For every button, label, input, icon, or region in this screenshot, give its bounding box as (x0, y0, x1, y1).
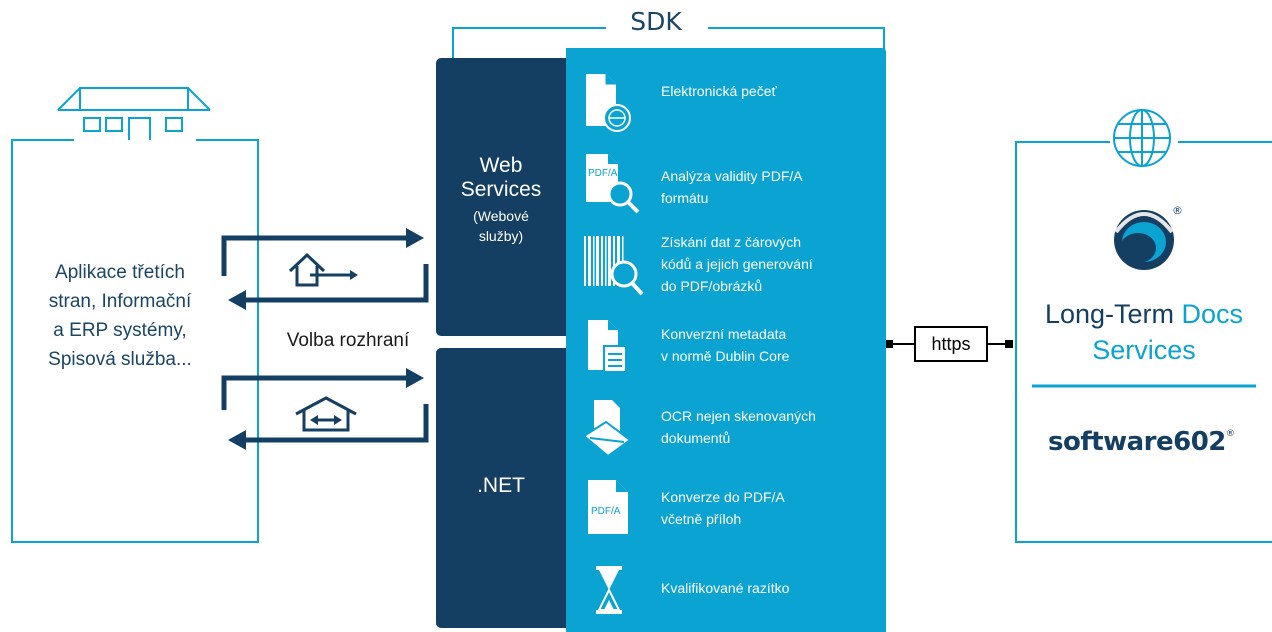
left-line: stran, Informační (48, 291, 192, 312)
feature-line: Získání dat z čárových (661, 234, 802, 250)
feature-timestamp: Kvalifikované razítko (661, 577, 881, 599)
https-connector (885, 340, 1013, 348)
pdfa-small-label: PDF/A (588, 168, 618, 179)
left-line: Spisová služba... (48, 349, 192, 370)
feature-line: Konverze do PDF/A (661, 489, 785, 505)
pdfa-document-icon: PDF/A (588, 480, 628, 534)
web-services-box (436, 58, 566, 336)
globe-icon (1113, 109, 1171, 167)
pdfa-validation-icon: PDF/A (586, 154, 640, 214)
registered-mark: ® (1172, 204, 1183, 217)
arrow-head-right-bottom (406, 368, 424, 388)
net-interface-icon (295, 396, 357, 432)
feature-line: v normě Dublin Core (661, 348, 790, 364)
net-interface-arrow-right (334, 415, 342, 425)
ltd-title-part2: Docs (1181, 299, 1244, 329)
third-party-apps-label: Aplikace třetích stran, Informační a ERP… (20, 258, 220, 374)
web-services-sub-line: služby) (478, 228, 524, 244)
web-services-sub-line: (Webové (473, 208, 529, 224)
arrow-head-left-top (228, 290, 246, 310)
ltd-title-part1: Long-Term (1044, 299, 1182, 329)
web-services-subtitle: (Webové služby) (436, 206, 566, 246)
web-services-title-line: Services (460, 178, 542, 201)
metadata-document-icon (588, 320, 627, 373)
barcode-search-icon (584, 236, 644, 296)
sdk-label: SDK (630, 7, 682, 36)
dotnet-box (436, 348, 566, 628)
feature-icons: PDF/A PDF/A (582, 74, 644, 614)
feature-ocr: OCR nejen skenovaných dokumentů (661, 405, 881, 449)
feature-line: Konverzní metadata (661, 326, 787, 342)
ltd-title-line2: Services (1092, 335, 1196, 365)
feature-metadata: Konverzní metadata v normě Dublin Core (661, 323, 881, 367)
pdfa-doc-label: PDF/A (591, 506, 621, 517)
house-icon (57, 87, 211, 140)
features-panel (566, 48, 886, 632)
interface-arrows-top (221, 235, 429, 303)
third-party-apps-box (11, 139, 259, 543)
feature-barcodes: Získání dat z čárových kódů a jejich gen… (661, 231, 881, 297)
feature-line: OCR nejen skenovaných (661, 408, 816, 424)
feature-line: kódů a jejich generování (661, 256, 813, 272)
feature-line: včetně příloh (661, 511, 742, 527)
feature-line: do PDF/obrázků (661, 278, 763, 294)
electronic-seal-icon (586, 74, 631, 132)
feature-line: Analýza validity PDF/A (661, 168, 803, 184)
long-term-docs-box (1015, 141, 1272, 543)
web-interface-icon (288, 252, 354, 287)
brand-registered: ® (1225, 429, 1235, 439)
ltds-logo-icon (1114, 210, 1174, 270)
feature-line: dokumentů (661, 430, 731, 446)
web-services-title-line: Web (479, 154, 523, 177)
feature-pdfa-validation: Analýza validity PDF/A formátu (661, 165, 881, 209)
arrow-head-left-bottom (228, 430, 246, 450)
software602-logo: software602® (1048, 427, 1235, 457)
interface-choice-label: Volba rozhraní (286, 330, 410, 351)
scanner-icon (582, 400, 632, 458)
long-term-docs-title: Long-Term Docs Services (1016, 296, 1272, 368)
feature-line: formátu (661, 190, 709, 206)
brand-name: software602 (1048, 427, 1226, 457)
left-line: Aplikace třetích (55, 262, 185, 283)
interface-arrows-bottom (221, 375, 429, 443)
feature-pdfa-conversion: Konverze do PDF/A včetně příloh (661, 486, 881, 530)
arrow-head-right-top (406, 228, 424, 248)
dotnet-title: .NET (477, 474, 525, 497)
feature-line: Elektronická pečeť (661, 83, 777, 99)
left-line: a ERP systémy, (53, 320, 187, 341)
hourglass-icon (596, 566, 622, 614)
https-label: https (914, 326, 988, 362)
net-interface-arrow-left (310, 415, 318, 425)
web-services-title: Web Services (436, 154, 566, 202)
web-interface-arrow-head (350, 270, 358, 280)
feature-line: Kvalifikované razítko (661, 580, 790, 596)
feature-electronic-seal: Elektronická pečeť (661, 80, 881, 102)
